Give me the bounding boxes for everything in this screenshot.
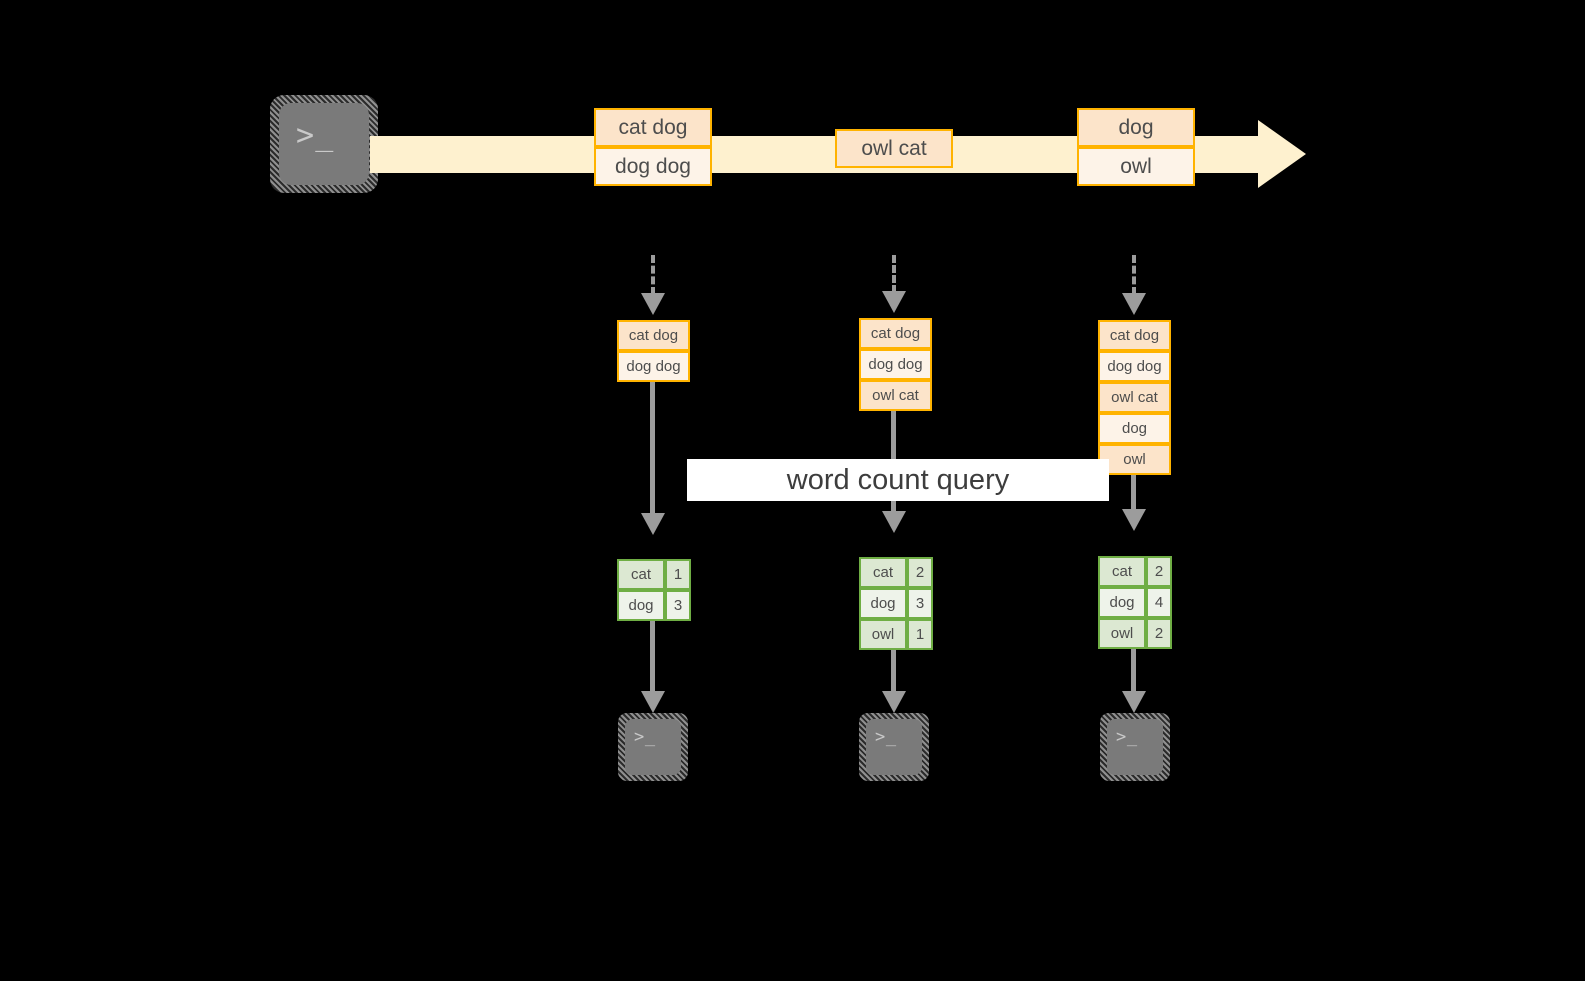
col3-log-row-3: owl cat (1098, 382, 1171, 413)
terminal-screen (279, 103, 369, 185)
col3-result-count-3: 2 (1146, 618, 1172, 649)
col3-sink-connector (1131, 649, 1136, 693)
col2-sink-connector (891, 650, 896, 693)
terminal-screen (625, 719, 681, 775)
col3-result-count-1: 2 (1146, 556, 1172, 587)
col3-result-count-2: 4 (1146, 587, 1172, 618)
col2-result-count-3: 1 (907, 619, 933, 650)
col3-dashed-arrowhead (1122, 293, 1146, 315)
col2-result-count-2: 3 (907, 588, 933, 619)
col3-query-connector (1131, 475, 1136, 511)
col1-sink-terminal-icon: >_ (618, 713, 688, 781)
col1-log-row-1: cat dog (617, 320, 690, 351)
col3-result-word-1: cat (1098, 556, 1146, 587)
col3-result-word-3: owl (1098, 618, 1146, 649)
col3-sink-terminal-icon: >_ (1100, 713, 1170, 781)
stream-event-1-line-1: cat dog (594, 108, 712, 147)
col1-sink-arrowhead (641, 691, 665, 713)
terminal-prompt-glyph: >_ (634, 727, 656, 747)
col1-query-arrowhead (641, 513, 665, 535)
terminal-prompt-glyph: >_ (875, 727, 897, 747)
col2-log-row-2: dog dog (859, 349, 932, 380)
stream-event-3-line-2: owl (1077, 147, 1195, 186)
terminal-screen (866, 719, 922, 775)
terminal-prompt-glyph: >_ (1116, 727, 1138, 747)
col2-log-row-3: owl cat (859, 380, 932, 411)
terminal-prompt-glyph: >_ (296, 118, 335, 153)
col1-result-count-1: 1 (665, 559, 691, 590)
col1-log-row-2: dog dog (617, 351, 690, 382)
col2-log-row-1: cat dog (859, 318, 932, 349)
col2-sink-terminal-icon: >_ (859, 713, 929, 781)
stream-event-2-line-1: owl cat (835, 129, 953, 168)
col1-query-connector (650, 382, 655, 515)
stream-event-1-line-2: dog dog (594, 147, 712, 186)
col1-sink-connector (650, 621, 655, 693)
col2-query-arrowhead (882, 511, 906, 533)
col1-dashed-arrowhead (641, 293, 665, 315)
col3-sink-arrowhead (1122, 691, 1146, 713)
query-label: word count query (687, 459, 1109, 501)
col2-sink-arrowhead (882, 691, 906, 713)
col3-log-row-1: cat dog (1098, 320, 1171, 351)
col1-result-count-2: 3 (665, 590, 691, 621)
source-terminal-icon: >_ (270, 95, 378, 193)
col3-query-arrowhead (1122, 509, 1146, 531)
col1-dashed-connector (651, 255, 655, 295)
col1-result-word-1: cat (617, 559, 665, 590)
col3-dashed-connector (1132, 255, 1136, 295)
col2-dashed-arrowhead (882, 291, 906, 313)
col2-result-word-3: owl (859, 619, 907, 650)
col2-result-word-2: dog (859, 588, 907, 619)
terminal-screen (1107, 719, 1163, 775)
col3-log-row-2: dog dog (1098, 351, 1171, 382)
col1-result-word-2: dog (617, 590, 665, 621)
stream-event-3-line-1: dog (1077, 108, 1195, 147)
col2-result-count-1: 2 (907, 557, 933, 588)
col2-dashed-connector (892, 255, 896, 293)
col2-result-word-1: cat (859, 557, 907, 588)
event-stream-arrow-head (1258, 120, 1306, 188)
col3-result-word-2: dog (1098, 587, 1146, 618)
col3-log-row-4: dog (1098, 413, 1171, 444)
